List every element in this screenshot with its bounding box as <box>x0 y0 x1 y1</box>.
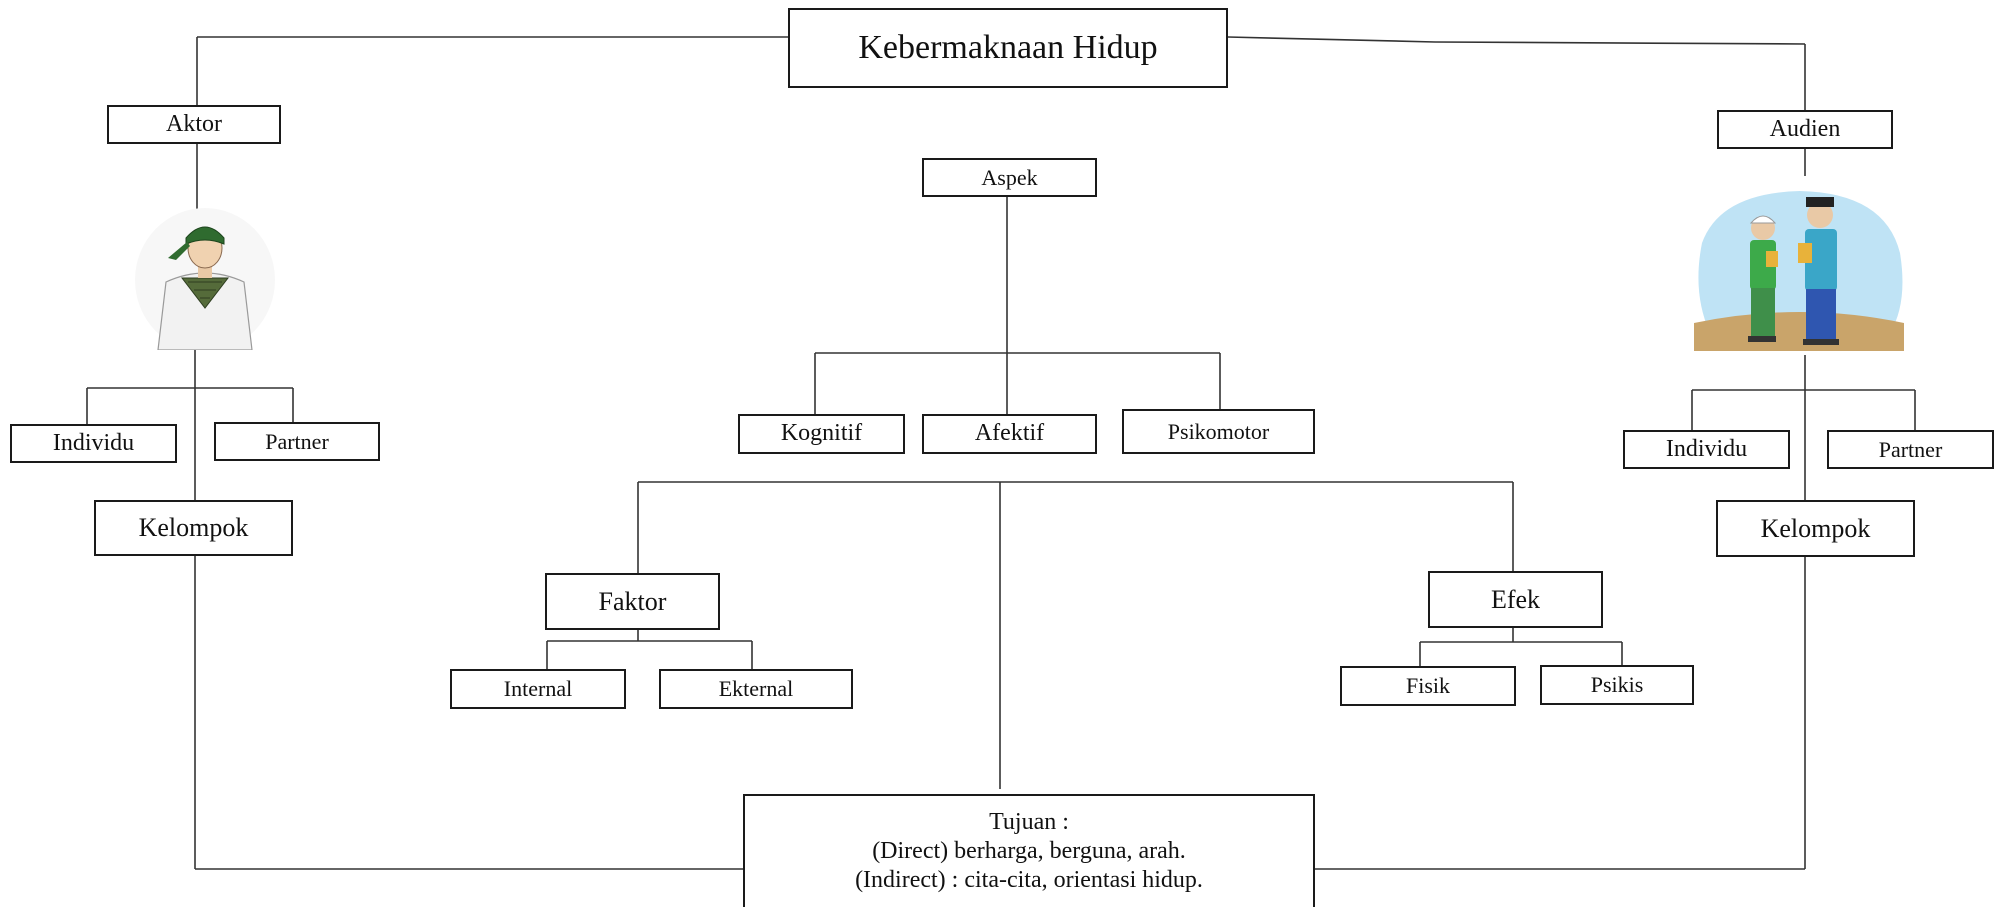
factor-item-external: Ekternal <box>659 669 853 709</box>
man-with-turban-figure <box>135 208 275 350</box>
goal-box: Tujuan : (Direct) berharga, berguna, ara… <box>743 794 1315 907</box>
factor-box: Faktor <box>545 573 720 630</box>
actor-box: Aktor <box>107 105 281 144</box>
goal-heading: Tujuan : <box>989 809 1069 836</box>
actor-partner-box: Partner <box>214 422 380 461</box>
audience-box: Audien <box>1717 110 1893 149</box>
audience-group-box: Kelompok <box>1716 500 1915 557</box>
aspect-item-psychomotor: Psikomotor <box>1122 409 1315 454</box>
audience-partner-box: Partner <box>1827 430 1994 469</box>
audience-individual-box: Individu <box>1623 430 1790 469</box>
effect-item-psychological: Psikis <box>1540 665 1694 705</box>
effect-box: Efek <box>1428 571 1603 628</box>
aspect-item-affective: Afektif <box>922 414 1097 454</box>
diagram-title: Kebermaknaan Hidup <box>788 8 1228 88</box>
aspect-item-cognitive: Kognitif <box>738 414 905 454</box>
goal-direct-line: (Direct) berharga, berguna, arah. <box>872 838 1186 865</box>
actor-individual-box: Individu <box>10 424 177 463</box>
effect-item-physical: Fisik <box>1340 666 1516 706</box>
actor-group-box: Kelompok <box>94 500 293 556</box>
aspect-box: Aspek <box>922 158 1097 197</box>
factor-item-internal: Internal <box>450 669 626 709</box>
goal-indirect-line: (Indirect) : cita-cita, orientasi hidup. <box>855 866 1203 893</box>
two-students-figure <box>1694 191 1904 351</box>
